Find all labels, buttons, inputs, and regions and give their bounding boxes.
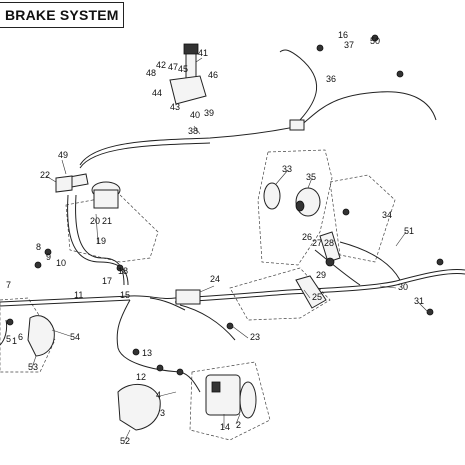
bolt [44, 248, 52, 256]
lever-grip [183, 43, 199, 55]
callout-52: 52 [120, 436, 130, 446]
callout-31: 31 [414, 296, 424, 306]
bolt [226, 322, 234, 330]
callout-22: 22 [40, 170, 50, 180]
callout-30: 30 [398, 282, 408, 292]
callout-15: 15 [120, 290, 130, 300]
caliper-piston [295, 200, 305, 212]
callout-26: 26 [302, 232, 312, 242]
callout-46: 46 [208, 70, 218, 80]
rear-caliper-piston [211, 381, 221, 393]
callout-12: 12 [136, 372, 146, 382]
callout-42: 42 [156, 60, 166, 70]
callout-6-a: 6 [18, 332, 23, 342]
callout-23: 23 [250, 332, 260, 342]
bolt [156, 364, 164, 372]
callout-41: 41 [198, 48, 208, 58]
bolt [436, 258, 444, 266]
hose-clamp [55, 175, 73, 193]
callout-53: 53 [28, 362, 38, 372]
leader-lines [31, 57, 429, 443]
callout-24: 24 [210, 274, 220, 284]
bolt [316, 44, 324, 52]
brake-distributor [175, 289, 201, 305]
front-disc-guard [27, 315, 55, 357]
callout-16: 16 [338, 30, 348, 40]
callout-40: 40 [190, 110, 200, 120]
callout-17: 17 [102, 276, 112, 286]
callout-5-a: 5 [6, 334, 11, 344]
pedal-bracket [319, 231, 341, 263]
callout-11: 11 [74, 290, 83, 300]
callout-28: 28 [324, 238, 334, 248]
bolt [6, 318, 14, 326]
callout-27: 27 [312, 238, 322, 248]
callout-45: 45 [178, 64, 188, 74]
callout-44: 44 [152, 88, 162, 98]
callout-3: 3 [160, 408, 165, 418]
rear-caliper [205, 374, 241, 416]
callout-4: 4 [156, 390, 161, 400]
callout-35: 35 [306, 172, 316, 182]
callout-14: 14 [220, 422, 230, 432]
bolt [34, 261, 42, 269]
callout-37: 37 [344, 40, 354, 50]
cable-junction [289, 119, 305, 131]
callout-20: 20 [90, 216, 100, 226]
rear-disc-guard [117, 384, 161, 431]
brake-pedal-plate [295, 275, 327, 309]
callout-9: 9 [46, 252, 51, 262]
callout-13: 13 [142, 348, 152, 358]
bolt [342, 208, 350, 216]
callout-labels: 1 2 3 4 5 6 7 8 9 10 11 12 13 14 15 16 1… [6, 30, 424, 446]
callout-36: 36 [326, 74, 336, 84]
brake-lines [0, 49, 465, 393]
callout-8: 8 [36, 242, 41, 252]
dashed-group-outlines [0, 149, 396, 441]
callout-25: 25 [312, 292, 322, 302]
callout-43: 43 [170, 102, 180, 112]
parts [6, 34, 444, 431]
bolt [176, 368, 184, 376]
title-box: BRAKE SYSTEM [0, 2, 124, 28]
bolt [371, 34, 379, 42]
lever-bracket [169, 75, 207, 105]
callout-34: 34 [382, 210, 392, 220]
callout-1: 1 [12, 336, 17, 346]
callout-10: 10 [56, 258, 66, 268]
callout-49: 49 [58, 150, 68, 160]
callout-48: 48 [146, 68, 156, 78]
bolt [116, 264, 124, 272]
callout-18: 18 [118, 266, 128, 276]
pedal-spring [325, 257, 335, 267]
callout-19: 19 [96, 236, 106, 246]
callout-7: 7 [6, 280, 11, 290]
brake-pad-left [263, 182, 281, 210]
master-cylinder [93, 189, 119, 209]
callout-21: 21 [102, 216, 112, 226]
callout-2: 2 [236, 420, 241, 430]
callout-50: 50 [370, 36, 380, 46]
callout-51: 51 [404, 226, 414, 236]
bolt [396, 70, 404, 78]
callout-29: 29 [316, 270, 326, 280]
callout-39: 39 [204, 108, 214, 118]
bolt [426, 308, 434, 316]
callout-47: 47 [168, 62, 178, 72]
callout-33: 33 [282, 164, 292, 174]
callout-38: 38 [188, 126, 198, 136]
diagram-title: BRAKE SYSTEM [5, 7, 119, 23]
callout-54: 54 [70, 332, 80, 342]
rear-brake-pad [239, 381, 257, 419]
bolt [132, 348, 140, 356]
